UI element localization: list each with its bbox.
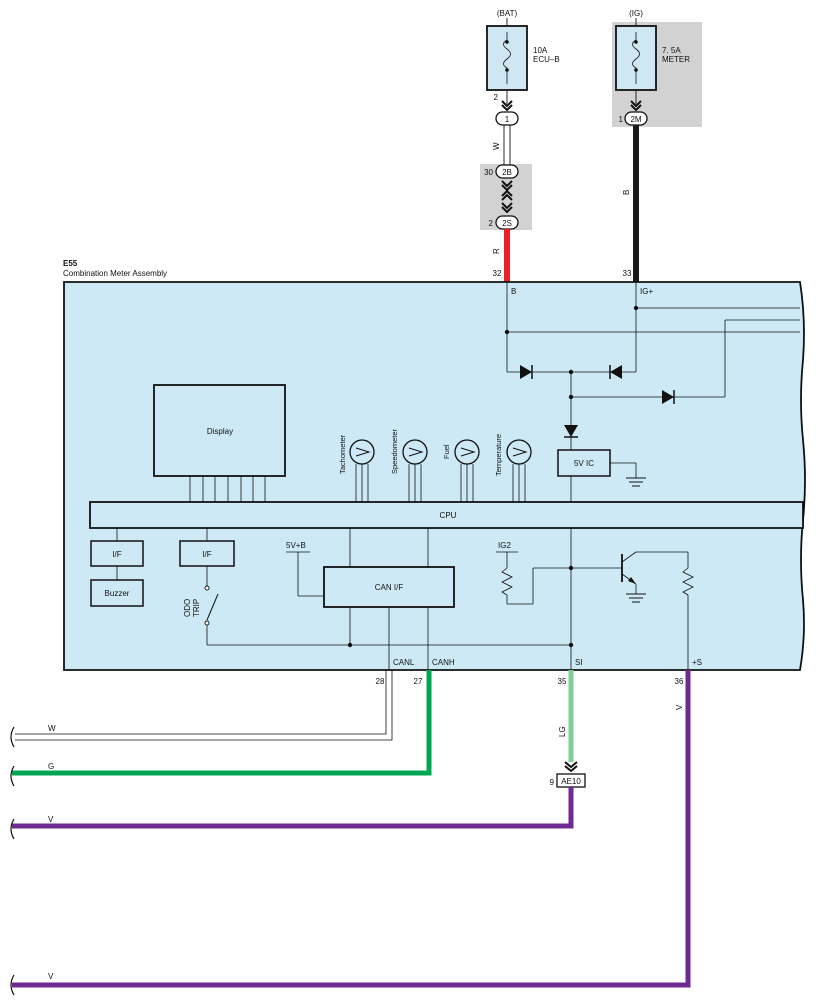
bat-source-label: (BAT) bbox=[497, 9, 518, 18]
wire-color-r-top: R bbox=[492, 248, 501, 254]
fuse-meter-symbol bbox=[632, 32, 640, 84]
diode-1 bbox=[520, 365, 532, 379]
pin-b-label: B bbox=[511, 287, 516, 296]
ae10-chevron-icon bbox=[564, 761, 578, 773]
ig-pin: 1 bbox=[619, 115, 624, 124]
pin-si-label: SI bbox=[575, 658, 583, 667]
pin-canh-label: CANH bbox=[432, 658, 455, 667]
connector-ae10-label: AE10 bbox=[561, 777, 581, 786]
gauge-label-fuel: Fuel bbox=[442, 444, 451, 459]
block-if-2 bbox=[179, 540, 235, 567]
pin-27: 27 bbox=[414, 677, 423, 686]
wire-color-v-36: V bbox=[675, 704, 684, 710]
block-5v-ic bbox=[557, 449, 611, 477]
block-can-if-label: CAN I/F bbox=[375, 583, 404, 592]
label-ig2: IG2 bbox=[498, 541, 511, 550]
gauge-temperature bbox=[506, 439, 532, 502]
junction-2b-label: 2B bbox=[502, 168, 512, 177]
block-buzzer-label: Buzzer bbox=[105, 589, 130, 598]
trip-label: TRIP bbox=[192, 599, 201, 617]
pin-s-label: +S bbox=[692, 658, 702, 667]
wire-white-canl bbox=[15, 670, 387, 735]
block-5v-ic-label: 5V IC bbox=[574, 459, 594, 468]
block-display-label: Display bbox=[207, 427, 233, 436]
gauge-label-tachometer: Tachometer bbox=[338, 434, 347, 474]
diode-3 bbox=[662, 390, 674, 404]
wire-purple-s bbox=[12, 670, 691, 988]
display-bus bbox=[189, 476, 266, 502]
pin-28: 28 bbox=[376, 677, 385, 686]
fuse-meter-rating: 7. 5A bbox=[662, 46, 681, 55]
ig-source-label: (IG) bbox=[629, 9, 643, 18]
ground-icon-2 bbox=[626, 593, 646, 603]
wire-color-v1-bottom: V bbox=[48, 815, 54, 824]
fuse-ecu-b-rating: 10A bbox=[533, 46, 548, 55]
odo-trip-switch bbox=[206, 593, 219, 621]
block-cpu bbox=[89, 501, 804, 529]
wire-color-g-bottom: G bbox=[48, 762, 54, 771]
wire-color-v2-bottom: V bbox=[48, 972, 54, 981]
gauge-speedometer bbox=[402, 439, 428, 502]
odo-label: ODO bbox=[183, 599, 192, 617]
fuse-ecu-b-name: ECU–B bbox=[533, 55, 560, 64]
block-can-if bbox=[323, 566, 455, 608]
connector-chevron-icon bbox=[501, 100, 513, 112]
transistor bbox=[621, 551, 688, 594]
resistor-ig2 bbox=[501, 567, 513, 596]
connector-2m-label: 2M bbox=[630, 115, 641, 124]
connector-1-label: 1 bbox=[505, 115, 510, 124]
wire-break-icons bbox=[10, 726, 15, 996]
wire-green-canh bbox=[12, 670, 432, 776]
resistor-s bbox=[682, 567, 694, 596]
pin-36: 36 bbox=[675, 677, 684, 686]
assembly-title: Combination Meter Assembly bbox=[63, 269, 167, 278]
ae10-pin: 9 bbox=[550, 778, 555, 787]
junction-2s-label: 2S bbox=[502, 219, 512, 228]
connector-1 bbox=[495, 111, 519, 126]
junction-arrows-icon bbox=[501, 180, 513, 201]
pin-canl-label: CANL bbox=[393, 658, 415, 667]
block-cpu-label: CPU bbox=[440, 511, 457, 520]
pin-ig-label: IG+ bbox=[640, 287, 653, 296]
gauge-label-temperature: Temperature bbox=[494, 434, 503, 476]
assembly-code: E55 bbox=[63, 259, 78, 268]
gauge-label-speedometer: Speedometer bbox=[390, 428, 399, 474]
label-5v-b: 5V+B bbox=[286, 541, 306, 550]
fuse-meter-name: METER bbox=[662, 55, 690, 64]
junction-top-pin: 30 bbox=[484, 168, 493, 177]
wire-color-w-bottom: W bbox=[48, 724, 56, 733]
diode-2 bbox=[610, 365, 622, 379]
pin-35: 35 bbox=[558, 677, 567, 686]
pin-33: 33 bbox=[623, 269, 632, 278]
pin-32: 32 bbox=[493, 269, 502, 278]
bat-pin-top: 2 bbox=[494, 93, 499, 102]
wire-color-lg: LG bbox=[558, 726, 567, 737]
junction-2b bbox=[495, 164, 519, 179]
wire-purple-ae10 bbox=[12, 787, 574, 829]
diode-4 bbox=[564, 425, 578, 437]
block-if-2-label: I/F bbox=[202, 550, 211, 559]
block-display bbox=[153, 384, 286, 477]
block-if-1-label: I/F bbox=[112, 550, 121, 559]
gauge-tachometer bbox=[349, 439, 375, 502]
fuse-ecu-b-symbol bbox=[503, 32, 511, 84]
assembly-body bbox=[63, 281, 806, 671]
junction-bottom-pin: 2 bbox=[489, 219, 494, 228]
ground-icon bbox=[626, 477, 646, 487]
meter-chevron-icon bbox=[630, 100, 642, 112]
gauge-fuel bbox=[454, 439, 480, 502]
wire-color-w-top: W bbox=[492, 142, 501, 150]
block-buzzer bbox=[90, 579, 144, 607]
wire-color-b-top: B bbox=[622, 190, 631, 195]
